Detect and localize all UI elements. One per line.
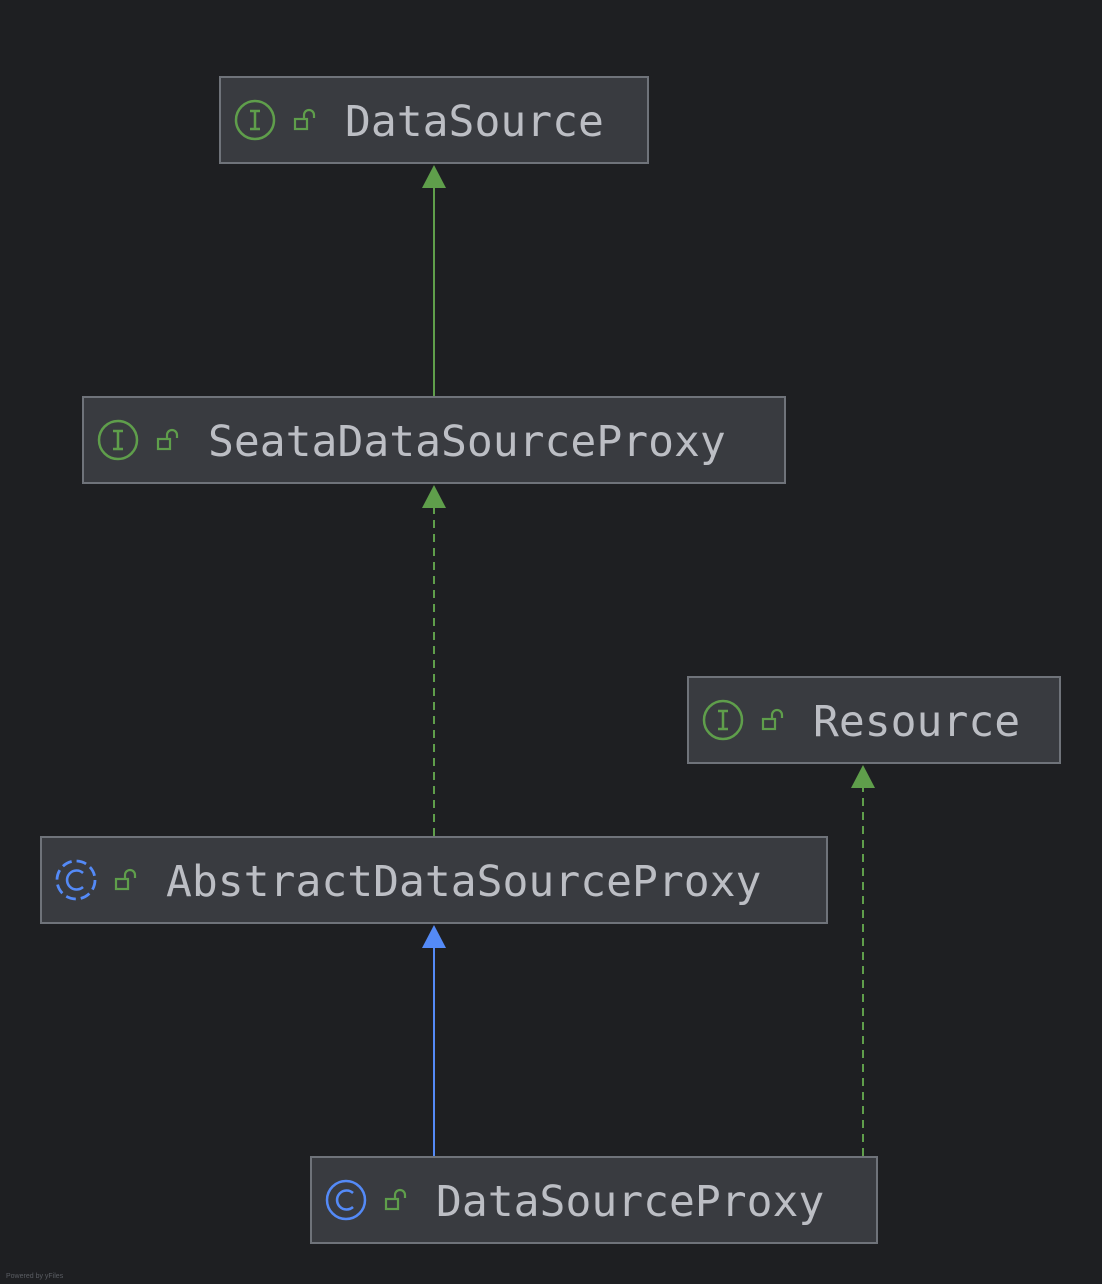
node-label-abstract-datasource-proxy: AbstractDataSourceProxy: [166, 856, 762, 907]
arrowhead-resource: [851, 765, 875, 788]
arrowhead-abstract: [422, 925, 446, 948]
node-resource[interactable]: Resource: [687, 676, 1061, 764]
node-seata-datasource-proxy[interactable]: SeataDataSourceProxy: [82, 396, 786, 484]
node-label-datasource: DataSource: [345, 96, 604, 147]
public-lock-icon: [114, 868, 137, 891]
interface-icon: [234, 99, 276, 141]
public-lock-icon: [761, 708, 784, 731]
public-lock-icon: [156, 428, 179, 451]
interface-icon: [97, 419, 139, 461]
node-datasource[interactable]: DataSource: [219, 76, 649, 164]
class-icon: [325, 1179, 367, 1221]
abstract-class-icon: [55, 859, 97, 901]
node-label-seata-datasource-proxy: SeataDataSourceProxy: [208, 416, 726, 467]
interface-icon: [702, 699, 744, 741]
node-datasource-proxy[interactable]: DataSourceProxy: [310, 1156, 878, 1244]
public-lock-icon: [293, 108, 316, 131]
node-label-datasource-proxy: DataSourceProxy: [436, 1176, 825, 1227]
arrowhead-seata: [422, 485, 446, 508]
public-lock-icon: [384, 1188, 407, 1211]
watermark: Powered by yFiles: [6, 1273, 64, 1280]
node-label-resource: Resource: [813, 696, 1021, 747]
arrowhead-datasource: [422, 165, 446, 188]
node-abstract-datasource-proxy[interactable]: AbstractDataSourceProxy: [40, 836, 828, 924]
